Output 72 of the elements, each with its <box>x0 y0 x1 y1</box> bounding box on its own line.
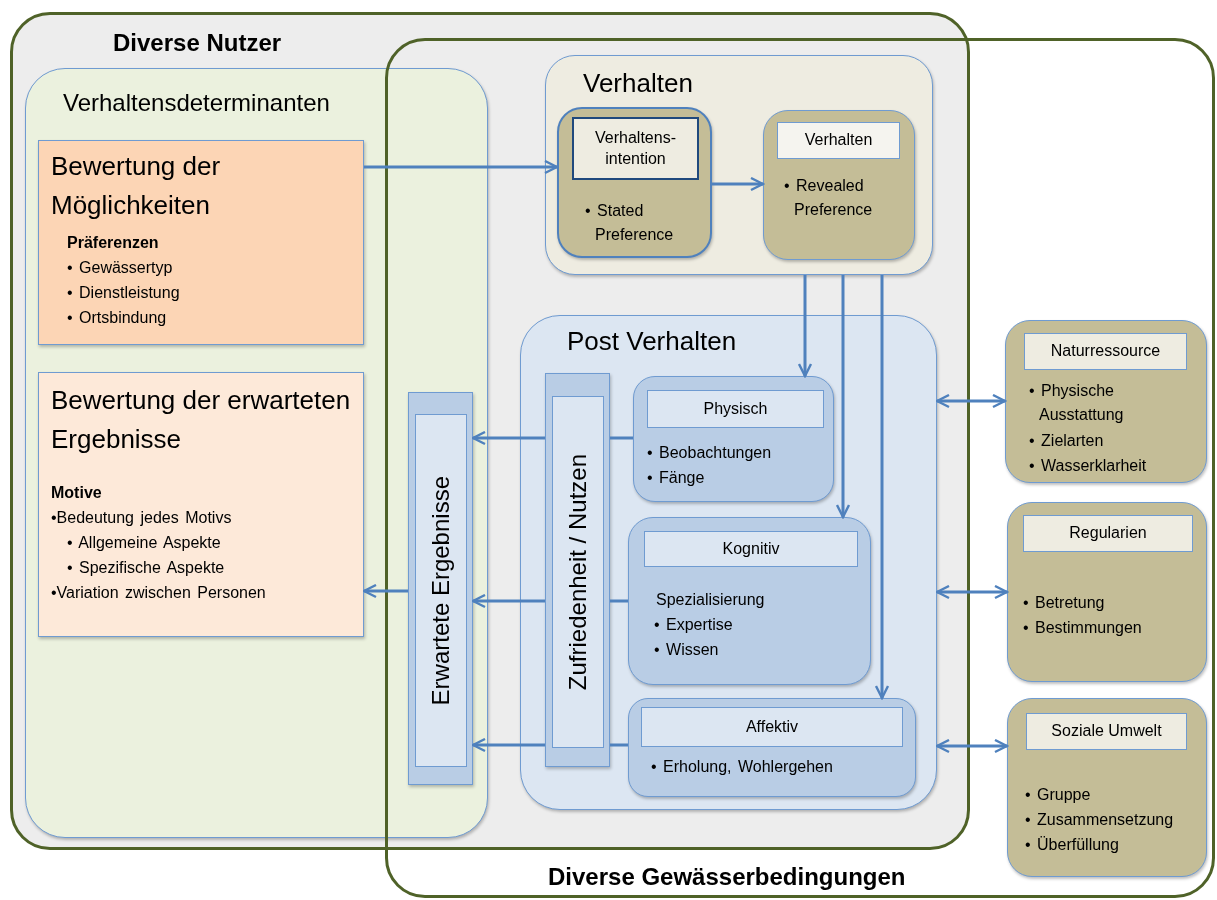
bullet-item: • Wasserklarheit <box>1029 456 1148 476</box>
panel <box>25 68 488 838</box>
rounded-box <box>1007 698 1207 877</box>
vertical-label: Erwartete Ergebnisse <box>415 414 467 767</box>
bullet-item: • Überfüllung <box>1025 835 1120 855</box>
rounded-box <box>628 517 871 685</box>
bullet-item: • Dienstleistung <box>67 283 181 303</box>
vertical-bar <box>545 373 610 767</box>
content-box <box>38 140 364 345</box>
rounded-box <box>628 698 916 797</box>
bullet-item: • Zielarten <box>1029 431 1105 451</box>
connector-line <box>610 599 628 603</box>
bullet-item: • Ortsbindung <box>67 308 168 328</box>
heading-text: Post Verhalten <box>567 325 738 358</box>
header-label: Regularien <box>1023 515 1193 552</box>
heading-text: Bewertung der erwarteten Ergebnisse <box>51 384 351 456</box>
vertical-bar <box>408 392 473 785</box>
subheading: Motive <box>51 483 103 503</box>
heading-text: Diverse Gewässerbedingungen <box>548 862 907 892</box>
heading-text: Verhalten <box>583 67 694 100</box>
header-label: Affektiv <box>641 707 903 747</box>
rounded-box <box>1005 320 1207 483</box>
header-label: Kognitiv <box>644 531 858 567</box>
arrow <box>835 275 851 519</box>
arrow <box>935 393 1007 409</box>
arrow <box>935 584 1009 600</box>
header-label: Verhalten <box>777 122 900 159</box>
bullet-item: • Gewässertyp <box>67 258 174 278</box>
header-label: Verhaltens-intention <box>572 117 699 180</box>
bullet-item: • Allgemeine Aspekte <box>67 533 222 553</box>
bullet-item: • Erholung, Wohlergehen <box>651 757 834 777</box>
bullet-item: • Zusammensetzung <box>1025 810 1175 830</box>
rounded-box <box>633 376 834 502</box>
bullet-item: • Wissen <box>654 640 720 660</box>
bullet-item: • Bestimmungen <box>1023 618 1143 638</box>
panel <box>545 55 933 275</box>
heading-text: Diverse Nutzer <box>113 28 283 58</box>
bullet-item: • Expertise <box>654 615 734 635</box>
subheading: Spezialisierung <box>656 590 766 610</box>
bullet-item: • Gruppe <box>1025 785 1092 805</box>
bullet-item: • Stated Preference <box>585 201 675 245</box>
header-label: Naturressource <box>1024 333 1187 370</box>
bullet-item: • Betretung <box>1023 593 1106 613</box>
bullet-item: • Revealed Preference <box>784 176 874 220</box>
arrow <box>712 176 765 192</box>
rounded-box <box>557 107 712 258</box>
arrow <box>471 593 545 609</box>
connector-line <box>610 743 628 747</box>
header-label: Physisch <box>647 390 824 428</box>
bullet-item: •Bedeutung jedes Motivs <box>51 508 233 528</box>
connector-line <box>610 436 633 440</box>
vertical-label: Zufriedenheit / Nutzen <box>552 396 604 748</box>
rounded-box <box>763 110 915 260</box>
panel <box>520 315 937 810</box>
arrow <box>797 275 813 378</box>
bullet-item: •Variation zwischen Personen <box>51 583 267 603</box>
subheading: Präferenzen <box>67 233 160 253</box>
bullet-item: • Physische Ausstattung <box>1029 381 1125 425</box>
arrow <box>471 737 545 753</box>
arrow <box>362 583 408 599</box>
rounded-box <box>1007 502 1207 682</box>
heading-text: Bewertung der Möglichkeiten <box>51 150 222 222</box>
header-label: Soziale Umwelt <box>1026 713 1187 750</box>
bullet-item: • Fänge <box>647 468 706 488</box>
arrow <box>364 159 559 175</box>
arrow <box>874 275 890 700</box>
bullet-item: • Spezifische Aspekte <box>67 558 226 578</box>
heading-text: Verhaltensdeterminanten <box>63 88 331 118</box>
arrow <box>935 738 1009 754</box>
bullet-item: • Beobachtungen <box>647 443 773 463</box>
arrow <box>471 430 545 446</box>
content-box <box>38 372 364 637</box>
